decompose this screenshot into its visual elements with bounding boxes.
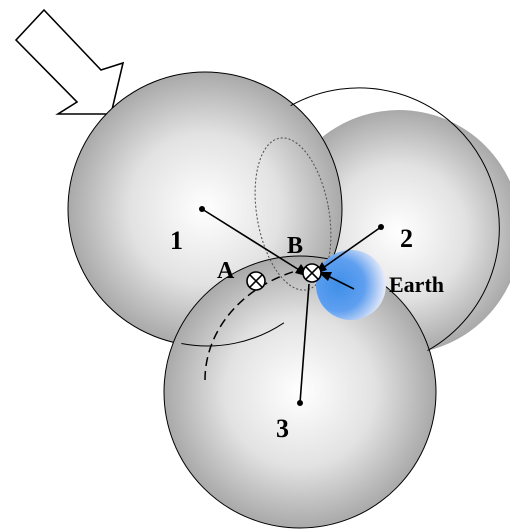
earth-label: Earth — [389, 272, 444, 297]
sphere-2-center — [378, 224, 384, 230]
sphere-1-label: 1 — [170, 226, 183, 255]
sphere-1-center — [199, 206, 205, 212]
sphere-2-label: 2 — [400, 224, 413, 253]
sphere-3-label: 3 — [276, 414, 289, 443]
sphere-3 — [163, 255, 437, 529]
radius-line-3 — [299, 283, 310, 404]
earth — [316, 250, 386, 320]
point-b-label: B — [287, 233, 303, 259]
sphere-2-outline — [290, 87, 500, 352]
point-a-label: A — [217, 258, 235, 284]
point-b-marker — [302, 263, 322, 283]
sphere-3-center — [297, 400, 303, 406]
earth-pointer-line — [325, 274, 355, 290]
intersection-arc-1-3 — [204, 267, 309, 381]
point-a-marker — [246, 271, 266, 291]
radius-line-1 — [201, 208, 305, 274]
sphere-1-outline-overlap — [181, 322, 285, 347]
radius-line-2 — [319, 226, 382, 271]
hollow-arrow-icon — [14, 8, 125, 115]
intersection-ellipse-1-2 — [254, 137, 332, 291]
